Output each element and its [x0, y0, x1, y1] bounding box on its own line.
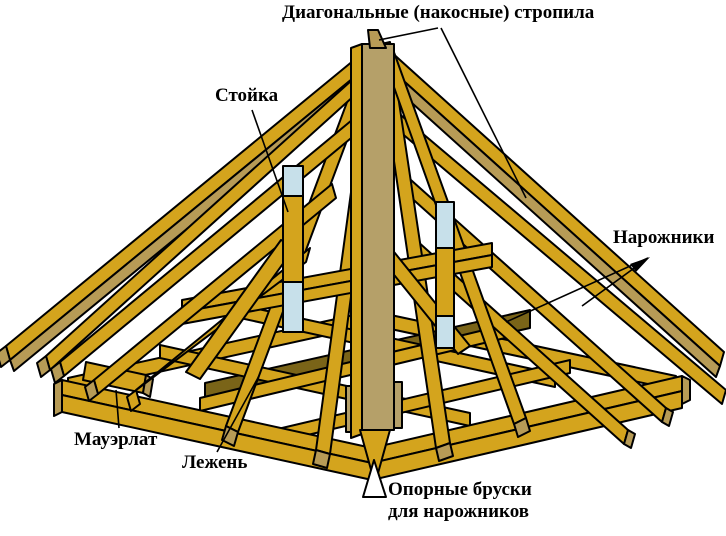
label-lezhen: Лежень	[182, 452, 248, 473]
center-post	[350, 29, 395, 439]
label-narozhniki: Нарожники	[613, 227, 715, 248]
post-tip	[359, 429, 391, 485]
hip-rafter-right	[371, 41, 725, 378]
label-opornye-bruski: Опорные бруски для нарожников	[388, 479, 532, 523]
stojka-right	[435, 201, 455, 349]
stojka-left	[282, 165, 304, 333]
label-stojka: Стойка	[215, 85, 279, 106]
label-mauerlat: Мауэрлат	[74, 429, 158, 450]
label-leader-lines	[115, 27, 650, 453]
arrow-up-icon	[362, 459, 387, 498]
label-opornye-line2: для нарожников	[388, 501, 529, 522]
label-diagonal-rafters: Диагональные (накосные) стропила	[282, 2, 595, 23]
label-opornye-line1: Опорные бруски	[388, 479, 532, 500]
